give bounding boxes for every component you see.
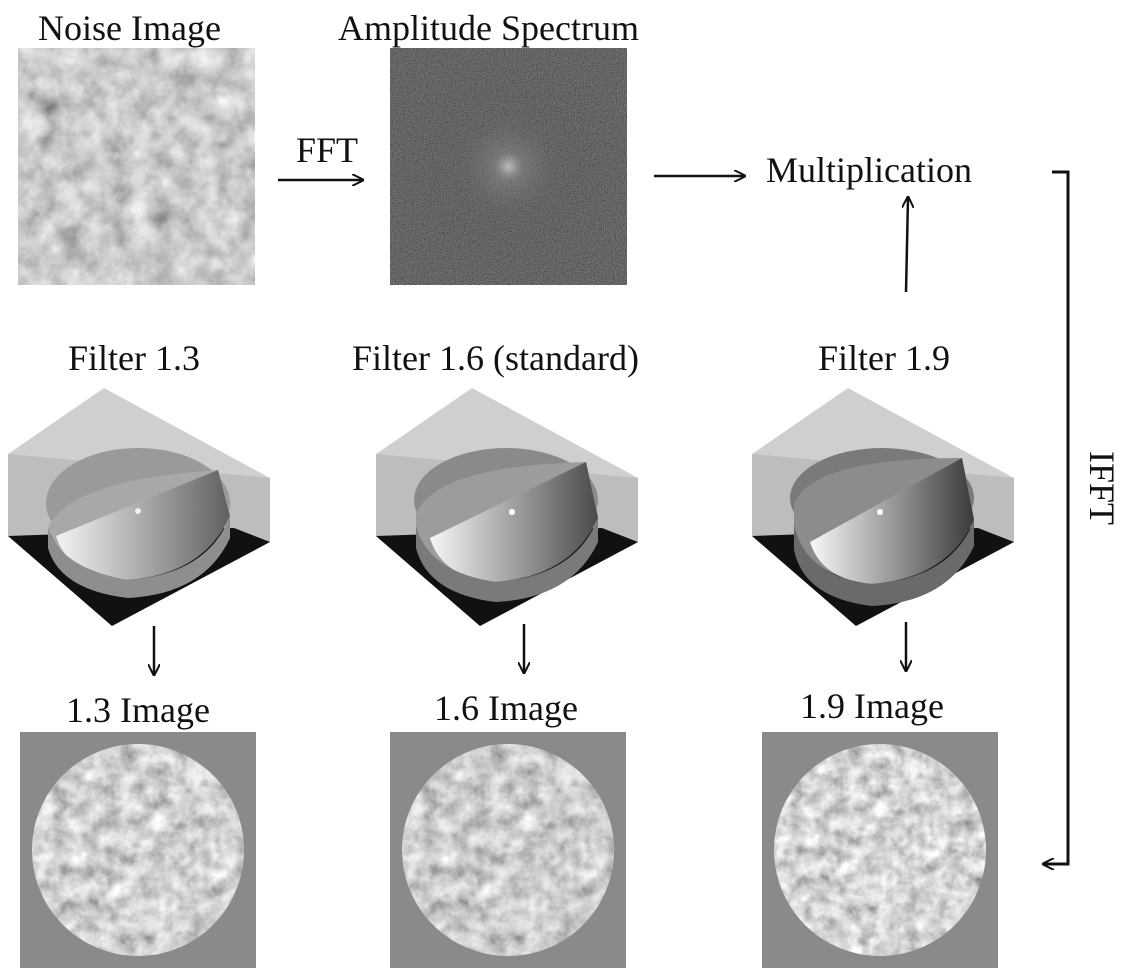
filter-surface-1-6 (376, 388, 638, 626)
filter-1-3-title: Filter 1.3 (68, 338, 200, 378)
filter-1-6-title: Filter 1.6 (standard) (352, 338, 639, 378)
amplitude-spectrum-title: Amplitude Spectrum (338, 8, 639, 48)
image-1-9-title: 1.9 Image (800, 686, 944, 726)
noise-texture (18, 48, 255, 285)
filtered-noise-1-6 (402, 744, 614, 956)
filtered-noise-1-3 (32, 744, 244, 956)
filter-surface-1-9 (752, 388, 1014, 626)
noise-image (18, 48, 255, 285)
ifft-arrow (1044, 170, 1070, 864)
fft-label: FFT (296, 130, 359, 170)
filtered-noise-1-9 (774, 744, 986, 956)
image-1-6 (390, 732, 626, 968)
image-1-3 (20, 732, 256, 968)
image-1-9 (762, 732, 998, 968)
filter-1-3-plot (8, 388, 270, 634)
multiplication-label: Multiplication (766, 150, 972, 190)
filter-1-9-title: Filter 1.9 (818, 338, 950, 378)
filter-1-6-plot (376, 388, 638, 634)
spectrum-texture (390, 48, 627, 285)
image-1-6-title: 1.6 Image (434, 688, 578, 728)
filter-to-multiplication-arrow (906, 198, 908, 293)
amplitude-spectrum-image (390, 48, 627, 285)
image-1-3-title: 1.3 Image (66, 690, 210, 730)
noise-image-title: Noise Image (38, 8, 221, 48)
filter-1-9-plot (752, 388, 1014, 634)
filter-surface-1-3 (8, 388, 270, 626)
